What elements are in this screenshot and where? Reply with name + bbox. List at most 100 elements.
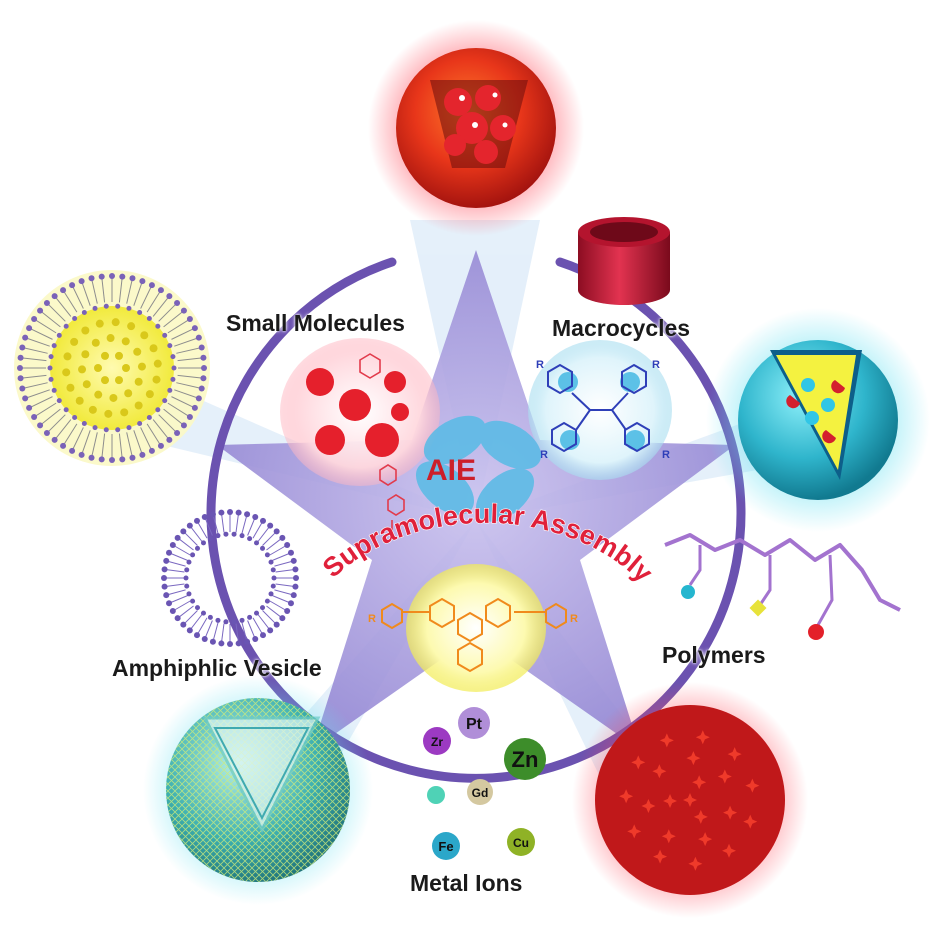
micelle-inner-head (81, 309, 87, 315)
micelle-head (129, 454, 136, 461)
vesicle-inner-head (260, 545, 266, 551)
vesicle-tail (172, 600, 191, 612)
vesicle-head (287, 549, 294, 556)
micelle-cargo (149, 344, 158, 353)
micelle-head (43, 430, 50, 437)
vesicle-head (290, 592, 297, 599)
micelle-inner-head (170, 376, 176, 382)
micelle-head (191, 325, 198, 332)
vesicle-tail (164, 568, 185, 573)
micelle-tail (177, 374, 204, 379)
micelle-head (37, 307, 44, 314)
vesicle-tail (168, 595, 188, 604)
polymer-chain (664, 533, 901, 640)
micelle-tail (46, 302, 66, 322)
vesicle-head (161, 566, 168, 573)
micelle-cargo (104, 409, 113, 418)
ion-ball-pt (458, 707, 490, 739)
vesicle-head (227, 509, 233, 515)
micelle-head (119, 456, 126, 463)
micelle-cargo (127, 322, 136, 331)
vesicle-tail (274, 589, 294, 596)
vesicle-head (201, 514, 208, 521)
micelle-inner-head (63, 407, 69, 413)
ion-ball-cu (507, 828, 535, 856)
micelle-head (129, 275, 136, 282)
micelle-head (119, 273, 126, 280)
micelle-tail (91, 432, 98, 458)
vesicle-inner-head (260, 605, 266, 611)
label-metal-ions: Metal Ions (410, 870, 523, 896)
micelle-inner-head (103, 427, 109, 433)
micelle-head (139, 451, 146, 458)
vesicle-head (166, 549, 173, 556)
vesicle-head (227, 641, 233, 647)
vesicle-tail (220, 623, 225, 644)
micelle-cargo (133, 347, 142, 356)
micelle-cargo (106, 334, 115, 343)
right-cyan-capsule (706, 308, 930, 532)
label-amphiphilic-vesicle: Amphiphlic Vesicle (112, 655, 322, 681)
micelle-cargo (153, 359, 162, 368)
vesicle-head (273, 528, 280, 535)
vesicle-inner-head (184, 583, 190, 589)
micelle-head (148, 282, 155, 289)
vesicle-head (218, 509, 225, 516)
macrocycle-spot: R R R R (528, 340, 672, 480)
spike-cluster (661, 829, 676, 844)
vesicle-head (279, 534, 286, 541)
ion-label-fe: Fe (438, 839, 453, 854)
spike-cluster (652, 764, 667, 779)
vesicle-inner-head (254, 540, 260, 546)
vesicle-tail (172, 544, 191, 556)
vesicle-tail (262, 610, 278, 626)
micelle-inner-head (51, 387, 57, 393)
micelle-tail (146, 289, 162, 313)
spike-cluster (683, 793, 697, 807)
micelle-cargo (140, 331, 149, 340)
vesicle-head (194, 517, 200, 524)
spike-cluster (627, 824, 642, 839)
ion-label-cu: Cu (513, 836, 529, 850)
vesicle-tail (257, 525, 271, 542)
vesicle-inner-head (254, 610, 260, 616)
micelle-head (157, 287, 164, 294)
micelle-head (31, 316, 38, 323)
micelle-head (195, 334, 202, 341)
spike-cluster (659, 733, 674, 748)
vesicle-inner-head (268, 591, 274, 597)
vesicle-inner-head (271, 575, 277, 581)
micelle-inner-head (72, 316, 78, 322)
ion-label-gd: Gd (472, 786, 489, 800)
micelle-tail (171, 396, 196, 409)
micelle-head (180, 422, 187, 429)
substituent-r-3: R (540, 449, 548, 461)
label-aie: AIE (426, 454, 477, 487)
vesicle-inner-head (200, 610, 206, 616)
micelle-tail (118, 433, 123, 460)
vesicle-tail (189, 614, 203, 631)
micelle-inner-head (146, 414, 152, 420)
micelle-inner-head (48, 354, 54, 360)
micelle-tail (152, 295, 170, 317)
micelle-cargo (70, 337, 79, 346)
micelle-cargo (124, 389, 133, 398)
vesicle-head (186, 627, 193, 634)
micelle-cargo (122, 364, 130, 372)
substituent-r-4: R (662, 449, 670, 461)
micelle-head (109, 273, 115, 279)
vesicle-tail (241, 514, 248, 534)
vesicle-tail (212, 514, 219, 534)
spike-cluster (693, 809, 708, 824)
vesicle-head (186, 522, 193, 529)
micelle-tail (71, 284, 84, 309)
micelle-tail (126, 278, 133, 304)
micelle-head (31, 413, 38, 420)
polymer-core-spot: R R (368, 564, 578, 692)
micelle-tail (167, 318, 191, 334)
micelle-head (148, 447, 155, 454)
vesicle-tail (164, 583, 185, 588)
spike-cluster (653, 849, 668, 864)
spike-cluster (619, 789, 634, 804)
micelle-cargo (152, 375, 161, 384)
